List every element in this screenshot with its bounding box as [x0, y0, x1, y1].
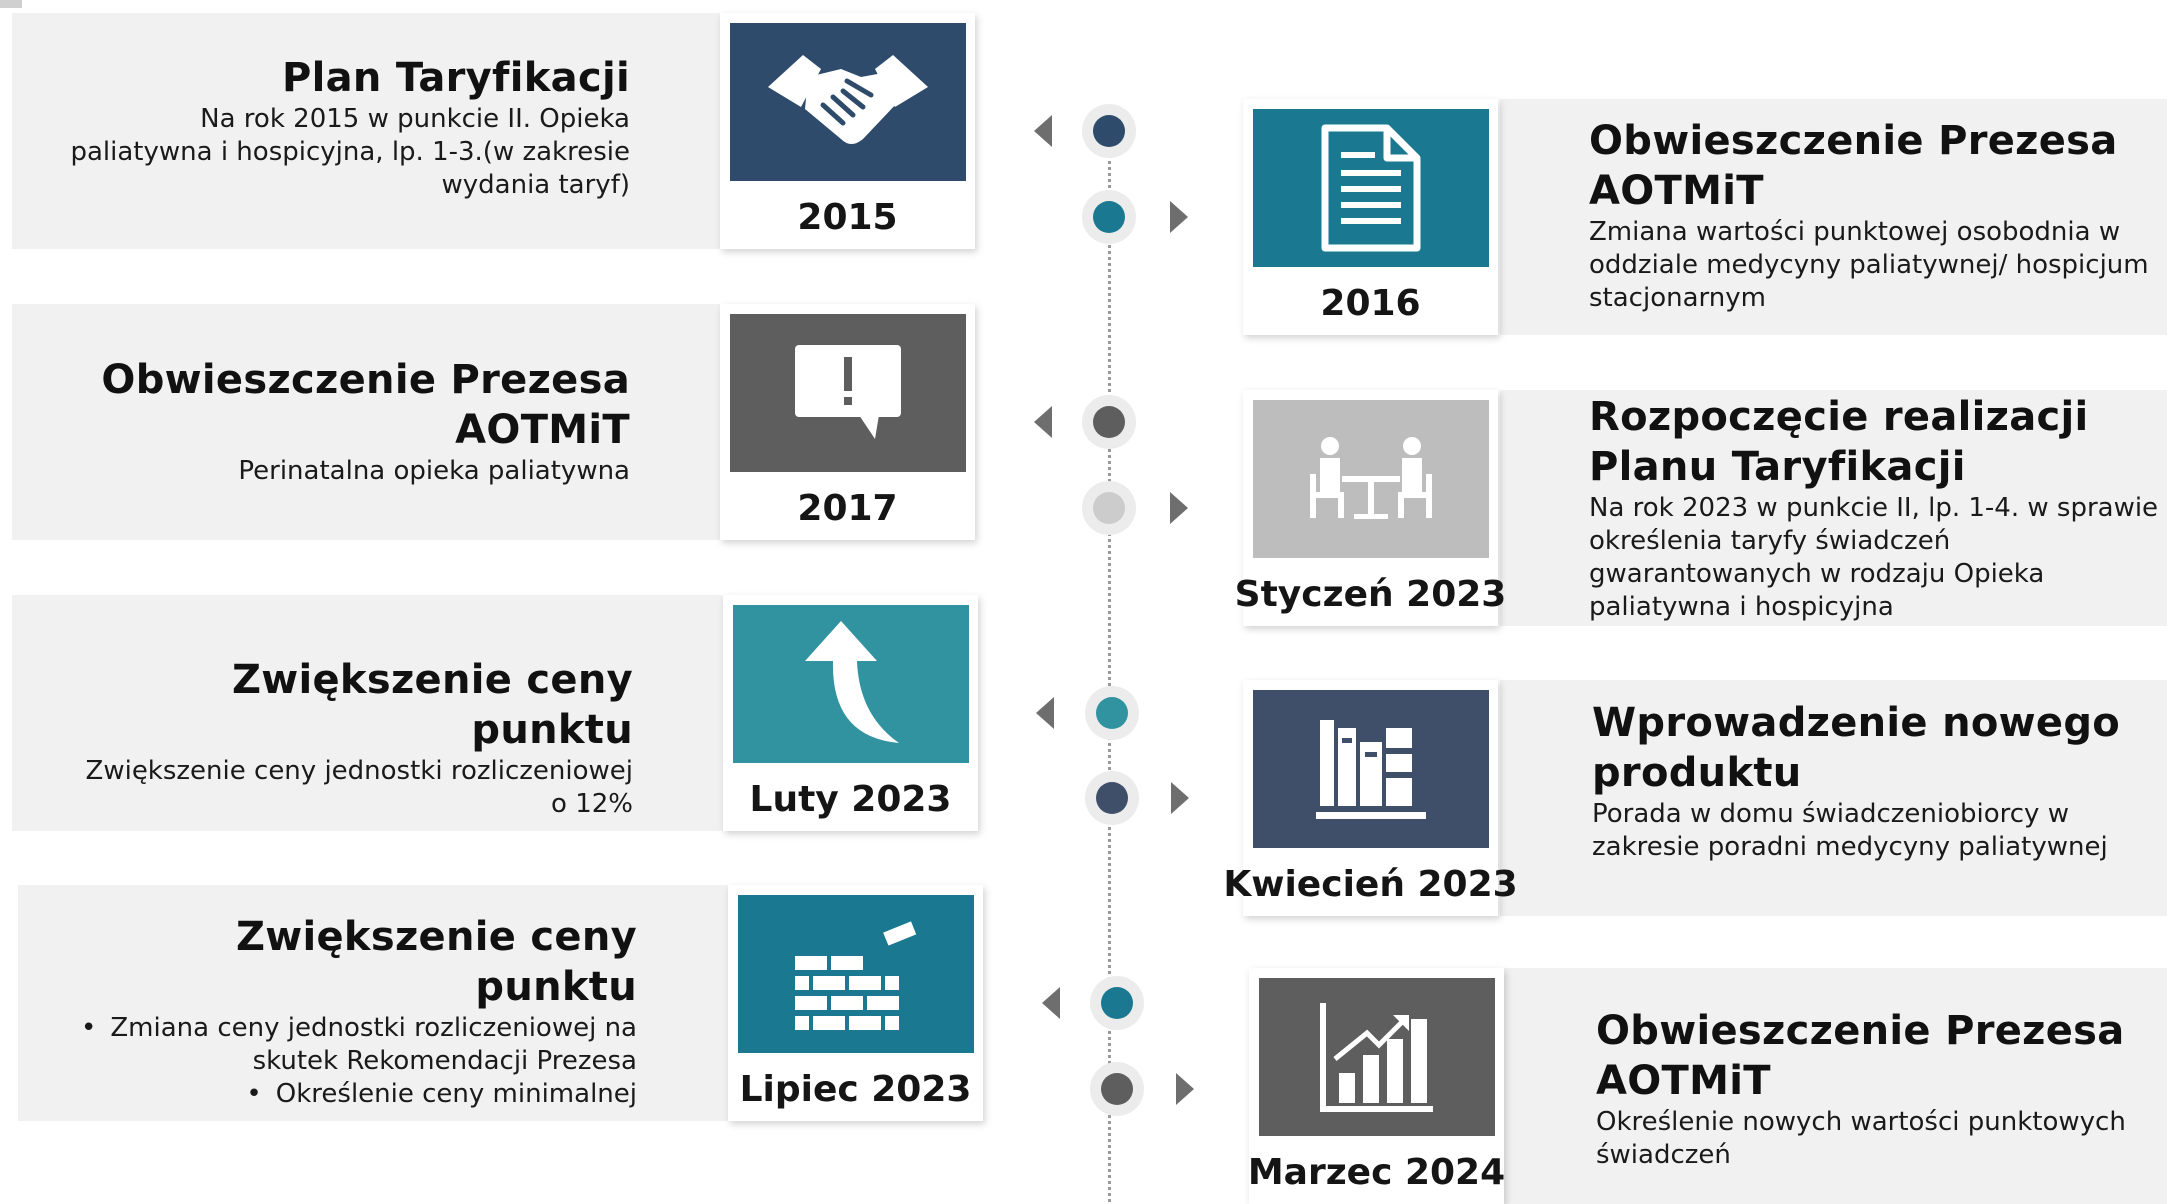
- milestone-description: Porada w domu świadczeniobiorcy w zakres…: [1592, 799, 2108, 862]
- milestone-panel: [1500, 680, 2167, 916]
- milestone-image: [738, 895, 974, 1053]
- milestone-title: Obwieszczenie Prezesa AOTMiT: [1589, 118, 2118, 214]
- timeline-dot: [1093, 492, 1125, 524]
- meeting-table-icon: [1310, 437, 1432, 519]
- timeline-node: [1090, 976, 1144, 1030]
- milestone-panel: [1500, 390, 2167, 626]
- milestone-description: Zwiększenie ceny jednostki rozliczeniowe…: [85, 756, 633, 819]
- arrow-right-icon: [1171, 782, 1189, 814]
- timeline-dot: [1096, 697, 1128, 729]
- milestone-image: [1253, 690, 1489, 848]
- milestone-card: Lipiec 2023: [728, 885, 983, 1121]
- milestone-text: Wprowadzenie nowego produktu Porada w do…: [1592, 698, 2167, 864]
- bullet-item: Określenie ceny minimalnej: [67, 1078, 637, 1111]
- milestone-text: Rozpoczęcie realizacji Planu Taryfikacji…: [1589, 392, 2167, 624]
- milestone-title: Zwiększenie ceny punktu: [235, 914, 637, 1010]
- milestone-image: [733, 605, 969, 763]
- timeline-node: [1082, 481, 1136, 535]
- timeline-node: [1082, 190, 1136, 244]
- milestone-description: Na rok 2023 w punkcie II, lp. 1-4. w spr…: [1589, 493, 2159, 622]
- milestone-text: Obwieszczenie Prezesa AOTMiT Zmiana wart…: [1589, 116, 2167, 315]
- milestone-description: Zmiana wartości punktowej osobodnia w od…: [1589, 217, 2149, 313]
- arrow-left-icon: [1034, 406, 1052, 438]
- arrow-right-icon: [1170, 492, 1188, 524]
- milestone-card: Luty 2023: [723, 595, 978, 831]
- timeline-line: [1108, 130, 1111, 1202]
- arrow-right-icon: [1170, 201, 1188, 233]
- milestone-text: Plan Taryfikacji Na rok 2015 w punkcie I…: [60, 53, 630, 202]
- milestone-text: Zwiększenie ceny punktu Zwiększenie ceny…: [63, 655, 633, 821]
- timeline-dot: [1101, 987, 1133, 1019]
- arrow-left-icon: [1034, 115, 1052, 147]
- timeline-node: [1090, 1062, 1144, 1116]
- brick-wall-icon: [795, 921, 917, 1030]
- milestone-title: Obwieszczenie Prezesa AOTMiT: [101, 357, 630, 453]
- milestone-text: Zwiększenie ceny punktu Zmiana ceny jedn…: [67, 912, 637, 1111]
- milestone-card: 2015: [720, 13, 975, 249]
- growth-chart-icon: [1320, 1003, 1433, 1112]
- milestone-year: Lipiec 2023: [739, 1068, 972, 1110]
- milestone-year: 2016: [1320, 282, 1421, 324]
- curved-arrow-up-icon: [805, 621, 899, 743]
- milestone-text: Obwieszczenie Prezesa AOTMiT Perinatalna…: [60, 355, 630, 488]
- milestone-image: [1253, 109, 1489, 267]
- milestone-title: Rozpoczęcie realizacji Planu Taryfikacji: [1589, 394, 2089, 490]
- timeline-dot: [1093, 406, 1125, 438]
- milestone-title: Plan Taryfikacji: [282, 55, 630, 101]
- handshake-icon: [768, 55, 928, 144]
- milestone-description: Określenie nowych wartości punktowych św…: [1596, 1107, 2126, 1170]
- timeline-node: [1085, 686, 1139, 740]
- arrow-left-icon: [1036, 697, 1054, 729]
- milestone-year: Styczeń 2023: [1234, 573, 1507, 615]
- arrow-right-icon: [1176, 1073, 1194, 1105]
- milestone-panel: [1500, 99, 2167, 335]
- document-icon: [1321, 124, 1421, 252]
- milestone-panel: [12, 13, 732, 249]
- milestone-image: [1253, 400, 1489, 558]
- milestone-description: Na rok 2015 w punkcie II. Opieka paliaty…: [70, 104, 630, 200]
- milestone-image: [730, 23, 966, 181]
- milestone-title: Wprowadzenie nowego produktu: [1592, 700, 2121, 796]
- binders-icon: [1316, 720, 1426, 819]
- milestone-panel: [12, 304, 732, 540]
- milestone-card: Kwiecień 2023: [1223, 680, 1518, 916]
- milestone-title: Obwieszczenie Prezesa AOTMiT: [1596, 1008, 2125, 1104]
- milestone-panel: [12, 595, 732, 831]
- milestone-image: [730, 314, 966, 472]
- milestone-year: 2017: [797, 487, 898, 529]
- timeline-node: [1085, 771, 1139, 825]
- milestone-title: Zwiększenie ceny punktu: [231, 657, 633, 753]
- milestone-year: Luty 2023: [749, 778, 952, 820]
- milestone-bullets: Zmiana ceny jednostki rozliczeniowej na …: [67, 1012, 637, 1111]
- milestone-card: Styczeń 2023: [1234, 390, 1507, 626]
- milestone-text: Obwieszczenie Prezesa AOTMiT Określenie …: [1596, 1006, 2167, 1172]
- milestone-card: 2017: [720, 304, 975, 540]
- arrow-left-icon: [1042, 987, 1060, 1019]
- timeline-dot: [1093, 201, 1125, 233]
- milestone-image: [1259, 978, 1495, 1136]
- bullet-item: Zmiana ceny jednostki rozliczeniowej na …: [67, 1012, 637, 1078]
- timeline-node: [1082, 395, 1136, 449]
- timeline-dot: [1093, 115, 1125, 147]
- timeline-dot: [1096, 782, 1128, 814]
- milestone-year: 2015: [797, 196, 898, 238]
- timeline-node: [1082, 104, 1136, 158]
- milestone-panel: [1500, 968, 2167, 1204]
- corner-mark: [0, 0, 22, 8]
- milestone-year: Marzec 2024: [1247, 1151, 1506, 1193]
- milestone-card: Marzec 2024: [1247, 968, 1506, 1204]
- milestone-year: Kwiecień 2023: [1223, 863, 1518, 905]
- milestone-description: Perinatalna opieka paliatywna: [238, 456, 630, 486]
- milestone-card: 2016: [1243, 99, 1498, 335]
- alert-bubble-icon: [795, 345, 901, 439]
- timeline-dot: [1101, 1073, 1133, 1105]
